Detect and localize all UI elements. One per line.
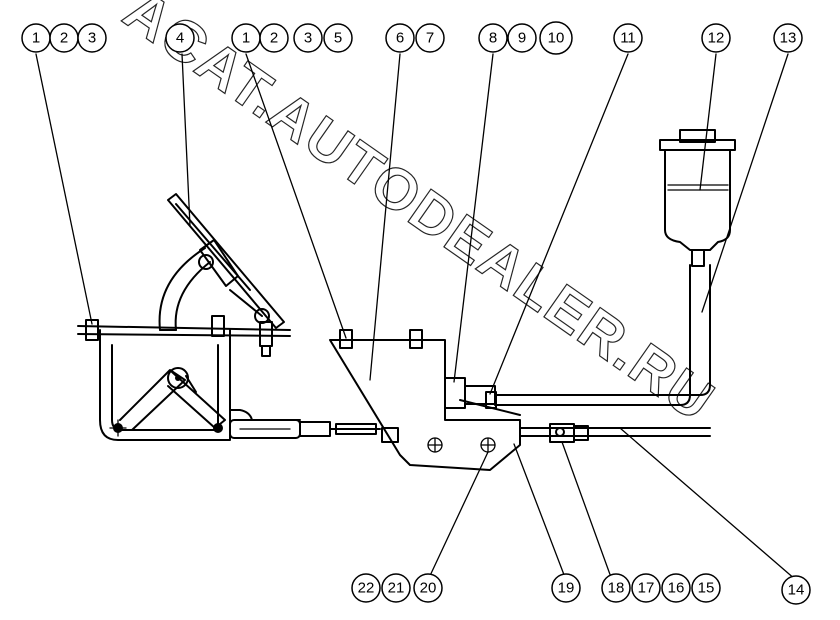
callout-13: 13 (773, 23, 803, 53)
svg-text:19: 19 (558, 580, 575, 597)
callout-8: 8 (478, 23, 508, 53)
pedal-arc-guide (158, 247, 211, 331)
svg-text:2: 2 (60, 30, 68, 47)
svg-text:11: 11 (620, 30, 636, 47)
svg-text:16: 16 (668, 580, 685, 597)
callout-17: 17 (631, 573, 661, 603)
svg-text:4: 4 (176, 30, 184, 47)
callout-12: 12 (701, 23, 731, 53)
callout-15: 15 (691, 573, 721, 603)
callout-19: 19 (551, 573, 581, 603)
svg-text:7: 7 (426, 30, 434, 47)
svg-text:6: 6 (396, 30, 404, 47)
svg-text:20: 20 (420, 580, 437, 597)
svg-text:14: 14 (788, 582, 805, 599)
callout-21: 21 (381, 573, 411, 603)
push-rod (229, 409, 381, 439)
svg-text:1: 1 (32, 30, 40, 47)
svg-text:22: 22 (358, 580, 375, 597)
callout-20: 20 (413, 573, 443, 603)
callout-14: 14 (781, 575, 811, 605)
svg-text:15: 15 (698, 580, 715, 597)
svg-text:3: 3 (304, 30, 312, 47)
callout-3b: 3 (293, 23, 323, 53)
callout-11: 11 (613, 23, 643, 53)
callout-7: 7 (415, 23, 445, 53)
callout-1b: 1 (231, 23, 261, 53)
svg-text:21: 21 (388, 580, 405, 597)
brake-pedal (167, 193, 285, 329)
svg-text:17: 17 (638, 580, 655, 597)
svg-text:3: 3 (88, 30, 96, 47)
callout-18: 18 (601, 573, 631, 603)
callout-10: 10 (539, 21, 573, 55)
watermark-text: ACAT.AUTODEALER.RU (113, 0, 727, 434)
callout-9: 9 (507, 23, 537, 53)
master-cylinder-bracket (329, 329, 521, 471)
callout-16: 16 (661, 573, 691, 603)
svg-text:1: 1 (242, 30, 250, 47)
callout-5: 5 (323, 23, 353, 53)
leader-lines (35, 53, 797, 581)
callout-3a: 3 (77, 23, 107, 53)
svg-text:9: 9 (518, 30, 526, 47)
pedal-bracket (77, 315, 291, 441)
svg-text:8: 8 (489, 30, 497, 47)
svg-text:12: 12 (708, 30, 725, 47)
svg-text:2: 2 (270, 30, 278, 47)
svg-text:5: 5 (334, 30, 342, 47)
svg-text:18: 18 (608, 580, 625, 597)
fluid-reservoir (659, 129, 736, 267)
pedal-linkage (119, 367, 226, 431)
callout-4: 4 (165, 23, 195, 53)
callout-1a: 1 (21, 23, 51, 53)
callout-22: 22 (351, 573, 381, 603)
master-cylinder (444, 264, 711, 416)
svg-text:13: 13 (780, 30, 797, 47)
callout-6: 6 (385, 23, 415, 53)
callout-2b: 2 (259, 23, 289, 53)
callout-2a: 2 (49, 23, 79, 53)
svg-text:10: 10 (548, 30, 565, 47)
